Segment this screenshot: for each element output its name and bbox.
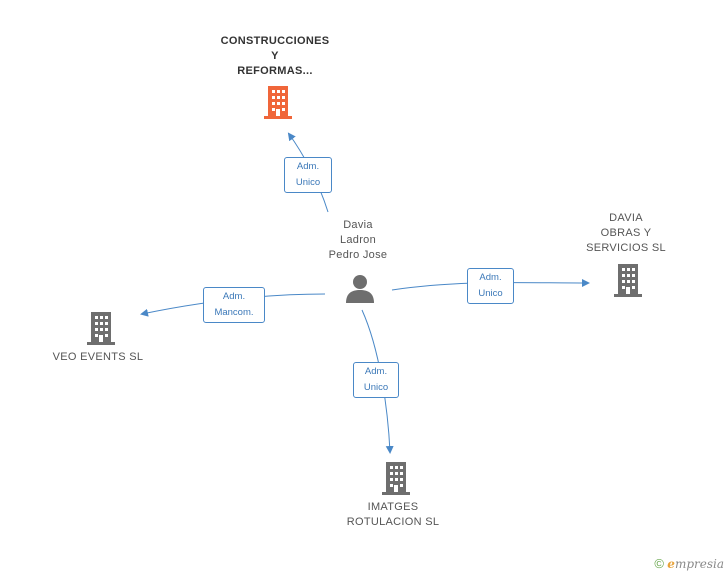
- edge-label-line: Unico: [295, 177, 321, 188]
- brand-initial: e: [667, 557, 675, 571]
- edge-label-construcciones: Adm. Unico: [284, 157, 332, 193]
- company-label-line: OBRAS Y: [600, 227, 652, 239]
- person-label-line: Ladron: [339, 234, 377, 246]
- edge-label-imatges: Adm. Unico: [353, 362, 399, 398]
- building-icon[interactable]: [262, 84, 294, 120]
- edge-label-line: Adm.: [479, 272, 502, 283]
- company-label-imatges[interactable]: IMATGES ROTULACION SL: [333, 500, 453, 530]
- company-label-line: IMATGES: [367, 501, 419, 513]
- person-label-line: Pedro Jose: [328, 249, 388, 261]
- company-label-line: Y: [271, 50, 279, 62]
- person-label-line: Davia: [343, 219, 373, 231]
- company-label-line: REFORMAS...: [237, 65, 313, 77]
- edge-label-line: Adm.: [296, 161, 320, 172]
- copyright-symbol: ©: [654, 556, 664, 571]
- company-label-line: ROTULACION SL: [346, 516, 440, 528]
- person-icon[interactable]: [344, 273, 376, 303]
- brand-name: mpresia: [674, 557, 724, 571]
- company-label-line: DAVIA: [609, 212, 643, 224]
- edge-label-line: Mancom.: [214, 307, 254, 318]
- person-label[interactable]: Davia Ladron Pedro Jose: [308, 218, 408, 263]
- edge-label-line: Adm.: [364, 366, 388, 377]
- company-label-line: CONSTRUCCIONES: [220, 35, 330, 47]
- company-label-line: VEO EVENTS SL: [52, 351, 144, 363]
- edge-label-line: Unico: [363, 382, 389, 393]
- building-icon[interactable]: [380, 460, 412, 496]
- company-label-line: SERVICIOS SL: [586, 242, 666, 254]
- company-label-veo-events[interactable]: VEO EVENTS SL: [38, 350, 158, 365]
- building-icon[interactable]: [612, 262, 644, 298]
- company-label-davia-obras[interactable]: DAVIA OBRAS Y SERVICIOS SL: [566, 211, 686, 256]
- edge-label-veo-events: Adm. Mancom.: [203, 287, 265, 323]
- empresia-logo: © empresia: [654, 556, 724, 571]
- building-icon[interactable]: [85, 310, 117, 346]
- edge-label-line: Adm.: [222, 291, 246, 302]
- edge-label-line: Unico: [478, 288, 503, 299]
- edge-label-davia-obras: Adm. Unico: [467, 268, 514, 304]
- company-label-construcciones[interactable]: CONSTRUCCIONES Y REFORMAS...: [200, 34, 350, 79]
